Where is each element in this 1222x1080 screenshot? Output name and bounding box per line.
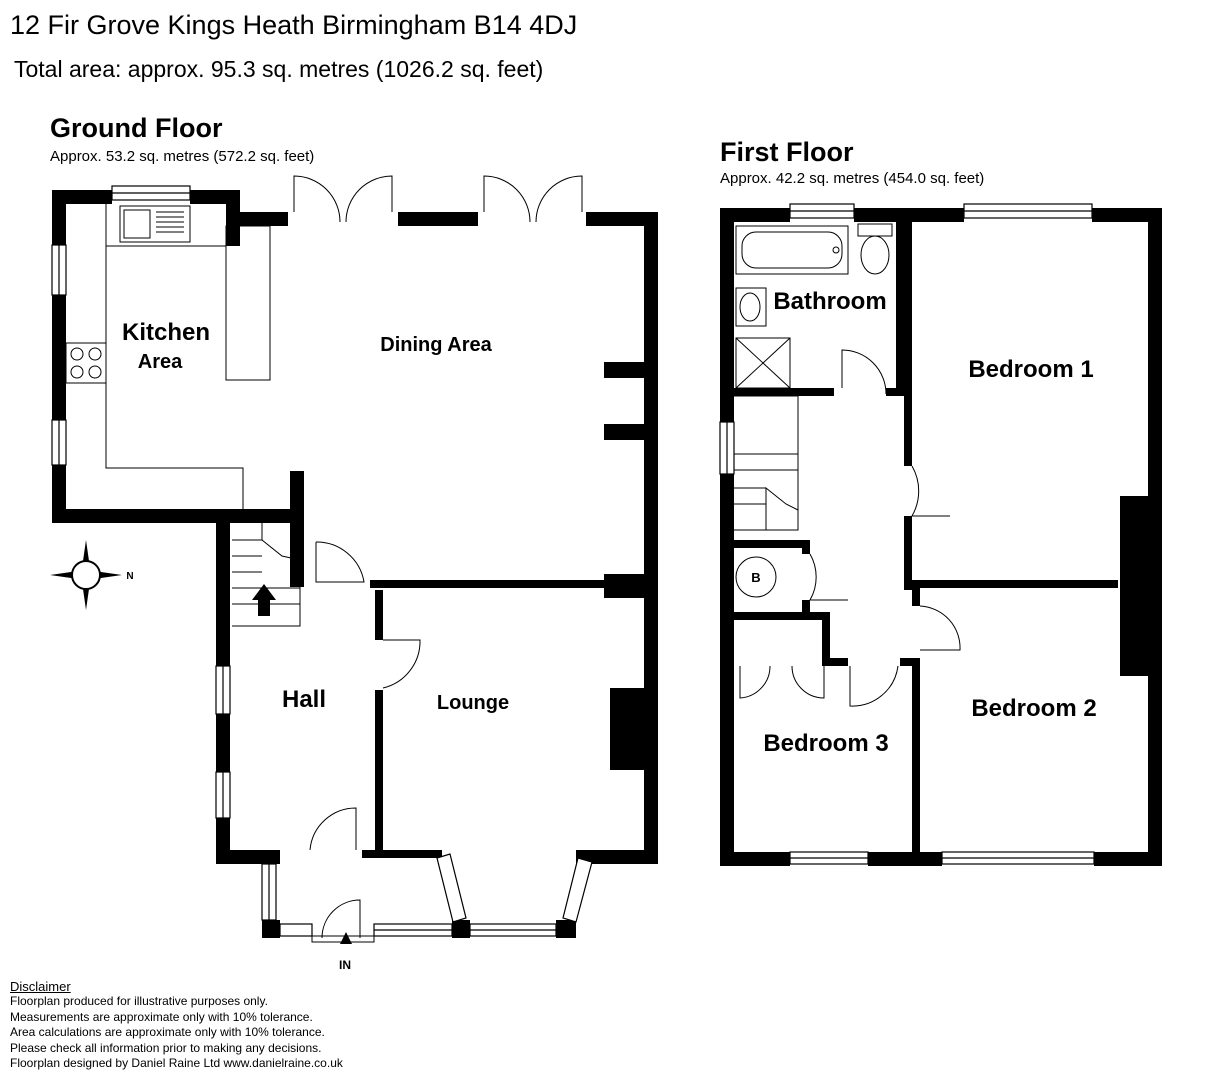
first-floor-windows bbox=[719, 203, 1095, 865]
compass-icon bbox=[50, 540, 122, 610]
bathroom-label: Bathroom bbox=[773, 288, 886, 315]
bedroom2-label: Bedroom 2 bbox=[971, 695, 1096, 722]
kitchen-area-label: Area bbox=[138, 351, 183, 373]
boiler-label: B bbox=[751, 570, 760, 585]
ground-floor-windows bbox=[51, 185, 593, 937]
ground-floor-title: Ground Floor bbox=[50, 113, 223, 143]
entrance-label: IN bbox=[339, 958, 351, 972]
hall-label: Hall bbox=[282, 686, 326, 713]
first-floor-title: First Floor bbox=[720, 137, 854, 167]
dining-area-label: Dining Area bbox=[380, 334, 492, 356]
compass-north-label: N bbox=[126, 571, 133, 582]
disclaimer: Disclaimer Floorplan produced for illust… bbox=[10, 979, 343, 1071]
entrance-arrow-icon bbox=[340, 932, 352, 944]
ground-floor-plan bbox=[52, 190, 658, 938]
disclaimer-heading: Disclaimer bbox=[10, 979, 71, 994]
lounge-label: Lounge bbox=[437, 692, 509, 714]
ground-floor-fittings bbox=[65, 175, 583, 943]
first-floor-plan bbox=[720, 208, 1162, 866]
disclaimer-line: Floorplan designed by Daniel Raine Ltd w… bbox=[10, 1056, 343, 1071]
disclaimer-line: Area calculations are approximate only w… bbox=[10, 1025, 325, 1040]
bedroom1-label: Bedroom 1 bbox=[968, 356, 1093, 383]
disclaimer-line: Measurements are approximate only with 1… bbox=[10, 1009, 313, 1024]
kitchen-label: Kitchen bbox=[122, 319, 210, 346]
first-floor-fittings bbox=[734, 223, 961, 707]
disclaimer-line: Please check all information prior to ma… bbox=[10, 1040, 322, 1055]
ground-floor-area: Approx. 53.2 sq. metres (572.2 sq. feet) bbox=[50, 148, 315, 165]
disclaimer-line: Floorplan produced for illustrative purp… bbox=[10, 994, 268, 1009]
room-labels: Kitchen Area Dining Area Hall Lounge IN … bbox=[122, 288, 1097, 972]
bedroom3-label: Bedroom 3 bbox=[763, 730, 888, 757]
total-area: Total area: approx. 95.3 sq. metres (102… bbox=[14, 56, 544, 82]
stairs-up-arrow-icon bbox=[252, 584, 276, 616]
property-address: 12 Fir Grove Kings Heath Birmingham B14 … bbox=[10, 10, 578, 40]
first-floor-area: Approx. 42.2 sq. metres (454.0 sq. feet) bbox=[720, 170, 985, 187]
